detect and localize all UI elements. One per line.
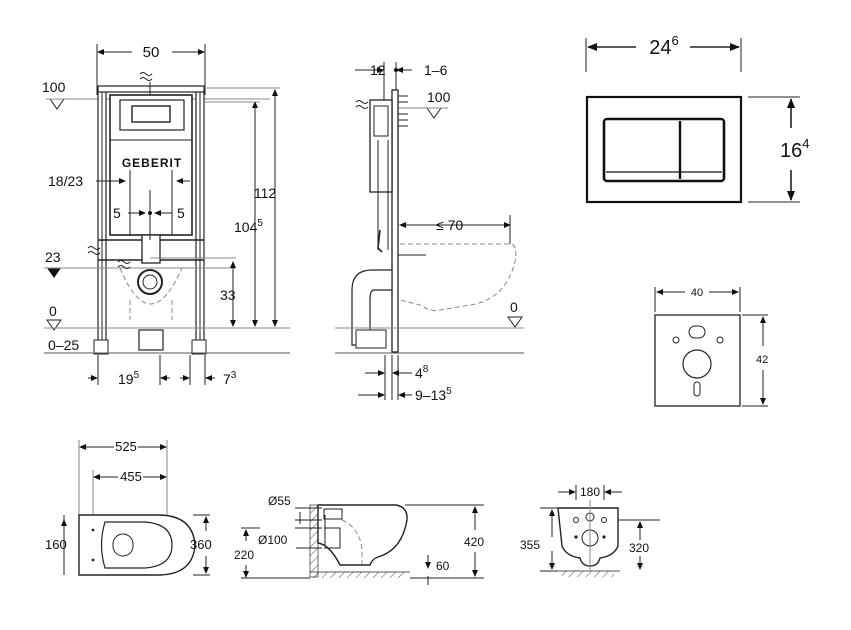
frame-width-label: 50 [143,44,160,61]
brand-logo: GEBERIT [122,156,182,170]
front-level-zero-label: 0 [49,303,57,319]
flush-plate-view: 246 164 [585,33,809,204]
bowl-length-inner-label: 455 [120,469,142,484]
bowl-width-left-label: 160 [45,537,67,552]
rear-bolt-spacing-label: 180 [580,485,600,499]
bowl-outlet-height-label: 220 [234,548,254,562]
side-level-zero-label: 0 [510,299,518,315]
bowl-rear-view: 180 355 320 [520,485,660,577]
plate-width-label: 246 [649,33,678,59]
side-depth-b-label: 9–135 [415,386,452,403]
bowl-length-outer-label: 525 [115,439,137,454]
offset-b-label: 5 [177,205,185,221]
wall-plate-height-label: 42 [756,354,768,366]
wall-plate-view: 40 42 [654,287,768,407]
flush-buttons [602,117,726,183]
plate-height-label: 164 [780,136,809,162]
offset-a-label: 5 [113,205,121,221]
bowl-dia-top-label: Ø55 [268,494,291,508]
bowl-dia-outlet-label: Ø100 [258,533,288,547]
bowl-outline-side [317,504,408,566]
drain-height-label: 33 [220,287,236,303]
rear-height-right-label: 320 [629,541,649,555]
side-top-right-label: 1–6 [424,62,448,78]
wall-plate-width-label: 40 [691,287,703,299]
front-level-top-label: 100 [42,79,66,95]
side-depth-a-label: 48 [415,364,429,381]
rear-height-left-label: 355 [520,538,540,552]
level-marker-mid [47,268,61,278]
bowl-total-height-label: 420 [464,535,484,549]
side-level-top-label: 100 [427,89,451,105]
bowl-width-right-label: 360 [190,537,212,552]
floor-range-label: 0–25 [48,337,79,353]
front-level-mid-label: 23 [45,249,61,265]
foot-left-label: 195 [118,370,140,387]
frame-side-view: 12 1–6 100 ≤ 70 0 [335,62,524,403]
foot-right-label: 73 [223,370,237,387]
total-height-label: 112 [254,185,277,201]
side-reach-label: ≤ 70 [436,217,463,233]
bowl-side-view: Ø55 Ø100 220 420 60 [234,494,484,585]
bowl-top-view: 525 455 160 360 [45,439,212,576]
spacing-label: 18/23 [48,173,83,189]
side-top-left-label: 12 [370,62,386,78]
bracket-height-label: 1045 [234,218,263,235]
frame-front-view: 50 100 GEBERIT [42,44,290,387]
level-marker-top [49,98,65,110]
bowl-base-label: 60 [436,559,450,573]
